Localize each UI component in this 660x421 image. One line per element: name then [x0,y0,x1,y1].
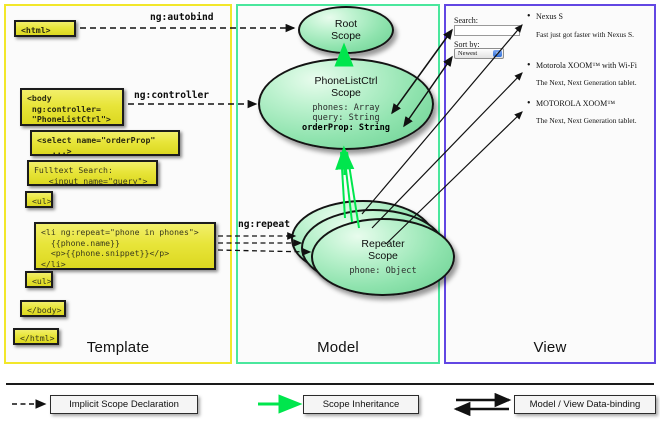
scope-prop-phones: phones: Array [312,103,380,113]
code-box-fulltext-search: Fulltext Search: <input name="query"> [27,160,158,186]
code-box-ul-open: <ul> [25,191,53,208]
scope-repeater-title-line2: Scope [368,250,398,262]
view-phone-snippet-1: The Next, Next Generation tablet. [536,78,637,87]
view-phone-name-1: Motorola XOOM™ with Wi-Fi [527,60,637,71]
scope-prop-orderprop: orderProp: String [302,123,390,133]
edge-label-ng-controller: ng:controller [134,90,210,101]
legend-label-implicit-scope-declaration: Implicit Scope Declaration [50,395,198,414]
code-box-li-ngrepeat: <li ng:repeat="phone in phones"> {{phone… [34,222,216,270]
scope-phonelistctrl-props: phones: Array query: String orderProp: S… [302,103,390,133]
view-phone-name-2: MOTOROLA XOOM™ [527,98,615,109]
legend-label-scope-inheritance: Scope Inheritance [303,395,419,414]
view-sort-select[interactable]: Newest ▾ [454,48,504,59]
column-label-model: Model [317,339,359,356]
column-label-template: Template [86,339,150,356]
scope-prop-phone: phone: Object [349,266,417,276]
edge-label-ng-autobind: ng:autobind [150,12,214,23]
code-box-html-open: <html> [14,20,76,37]
view-search-input[interactable] [454,25,520,36]
code-box-select-orderprop: <select name="orderProp" ...> [30,130,180,156]
code-box-html-close: </html> [13,328,59,345]
scope-repeater-props: phone: Object [349,266,416,276]
legend-label-model-view-databinding: Model / View Data-binding [514,395,656,414]
scope-phonelistctrl: PhoneListCtrl Scope phones: Array query:… [258,58,434,150]
scope-phonelistctrl-title-line1: PhoneListCtrl [314,75,378,87]
view-phone-name-0: Nexus S [527,11,563,22]
view-phone-snippet-0: Fast just got faster with Nexus S. [536,30,634,39]
column-label-view: View [533,339,567,356]
scope-root: Root Scope [298,6,394,54]
scope-phonelistctrl-title-line2: Scope [331,87,361,99]
edge-label-ng-repeat: ng:repeat [238,219,290,230]
view-sort-selected-value: Newest [458,50,478,57]
scope-repeater: Repeater Scope phone: Object [311,218,455,296]
chevron-down-icon: ▾ [493,50,502,57]
code-box-body-controller: <body ng:controller= "PhoneListCtrl"> [20,88,124,126]
view-phone-snippet-2: The Next, Next Generation tablet. [536,116,637,125]
code-box-body-close: </body> [20,300,66,317]
view-search-label: Search: [454,16,478,25]
scope-root-title-line1: Root [334,18,358,30]
code-box-ul-close: <ul> [25,271,53,288]
scope-repeater-title-line1: Repeater [361,238,405,250]
scope-prop-query: query: String [312,113,380,123]
legend-divider [6,383,654,385]
scope-root-title-line2: Scope [331,30,361,42]
